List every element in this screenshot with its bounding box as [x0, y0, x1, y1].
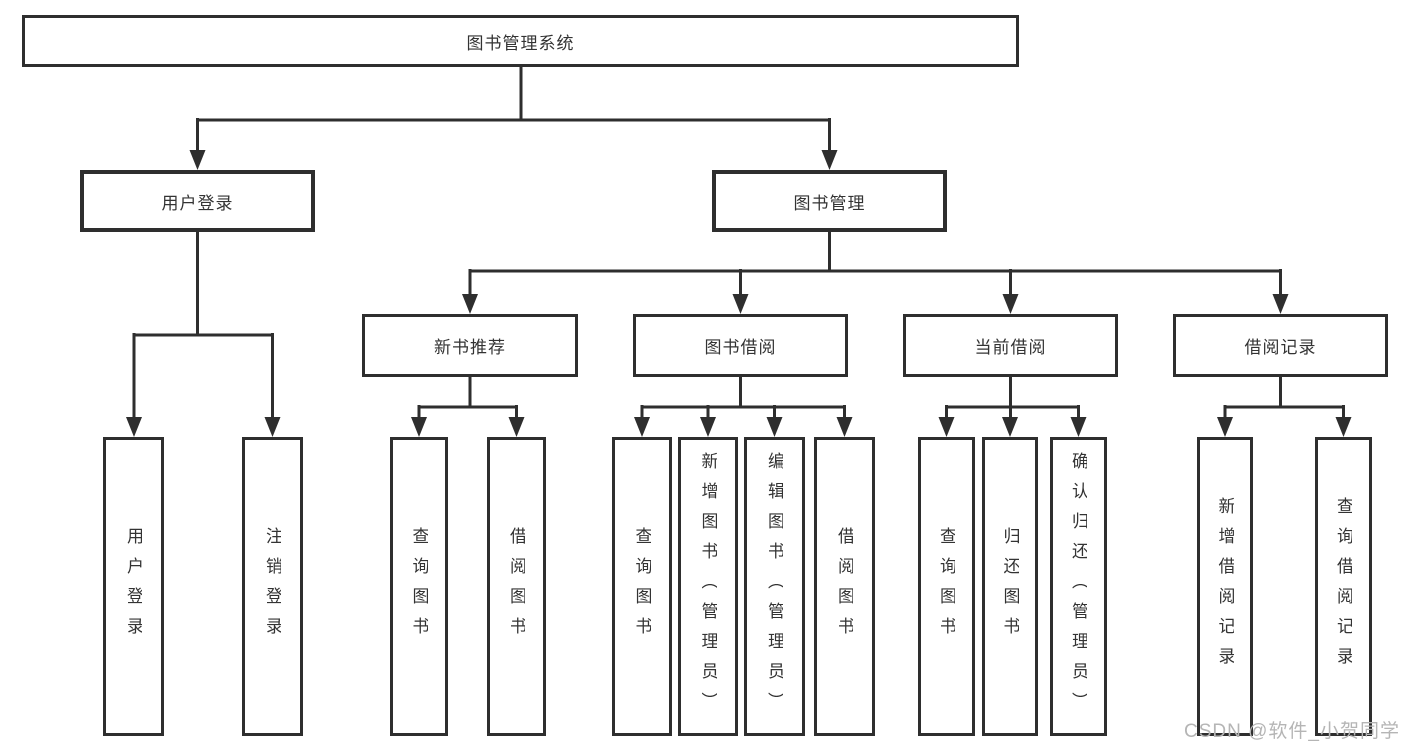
- leaf-add-books-admin: 新增图书（管理员）: [678, 437, 738, 736]
- leaf-borrow-books: 借阅图书: [814, 437, 875, 736]
- leaf-recommend-borrow-books: 借阅图书: [487, 437, 546, 736]
- leaf-query-borrow-record-label: 查询借阅记录: [1335, 496, 1352, 677]
- node-user-login: 用户登录: [80, 170, 315, 232]
- leaf-current-query-books-label: 查询图书: [938, 526, 955, 647]
- leaf-recommend-query-books-label: 查询图书: [410, 526, 428, 647]
- leaf-logout-label: 注销登录: [264, 526, 281, 647]
- leaf-borrow-query-books-label: 查询图书: [633, 526, 651, 647]
- node-borrow-records-label: 借阅记录: [1244, 338, 1317, 357]
- node-new-book-recommend: 新书推荐: [362, 314, 578, 377]
- leaf-confirm-return-admin-label: 确认归还（管理员）: [1070, 451, 1087, 722]
- leaf-add-books-admin-label: 新增图书（管理员）: [699, 451, 717, 722]
- leaf-return-books: 归还图书: [982, 437, 1038, 736]
- leaf-recommend-query-books: 查询图书: [390, 437, 448, 736]
- leaf-borrow-books-label: 借阅图书: [836, 526, 853, 647]
- leaf-borrow-query-books: 查询图书: [612, 437, 672, 736]
- node-book-borrow-label: 图书借阅: [704, 338, 777, 357]
- node-borrow-records: 借阅记录: [1173, 314, 1388, 377]
- leaf-query-borrow-record: 查询借阅记录: [1315, 437, 1372, 736]
- node-root-label: 图书管理系统: [466, 33, 575, 53]
- leaf-edit-books-admin: 编辑图书（管理员）: [744, 437, 805, 736]
- node-book-management-label: 图书管理: [793, 193, 866, 213]
- node-book-management: 图书管理: [712, 170, 947, 232]
- node-book-borrow: 图书借阅: [633, 314, 848, 377]
- leaf-return-books-label: 归还图书: [1001, 526, 1019, 647]
- leaf-recommend-borrow-books-label: 借阅图书: [508, 526, 525, 647]
- leaf-user-login: 用户登录: [103, 437, 164, 736]
- node-root: 图书管理系统: [22, 15, 1019, 67]
- node-current-borrow: 当前借阅: [903, 314, 1118, 377]
- leaf-edit-books-admin-label: 编辑图书（管理员）: [766, 451, 783, 722]
- leaf-add-borrow-record: 新增借阅记录: [1197, 437, 1253, 736]
- node-user-login-label: 用户登录: [161, 193, 234, 213]
- leaf-logout: 注销登录: [242, 437, 303, 736]
- node-new-book-recommend-label: 新书推荐: [434, 338, 506, 357]
- node-current-borrow-label: 当前借阅: [974, 338, 1047, 357]
- leaf-user-login-label: 用户登录: [125, 526, 142, 647]
- leaf-add-borrow-record-label: 新增借阅记录: [1216, 496, 1234, 677]
- leaf-current-query-books: 查询图书: [918, 437, 975, 736]
- csdn-watermark: CSDN @软件_小贺同学: [1184, 721, 1400, 742]
- leaf-confirm-return-admin: 确认归还（管理员）: [1050, 437, 1107, 736]
